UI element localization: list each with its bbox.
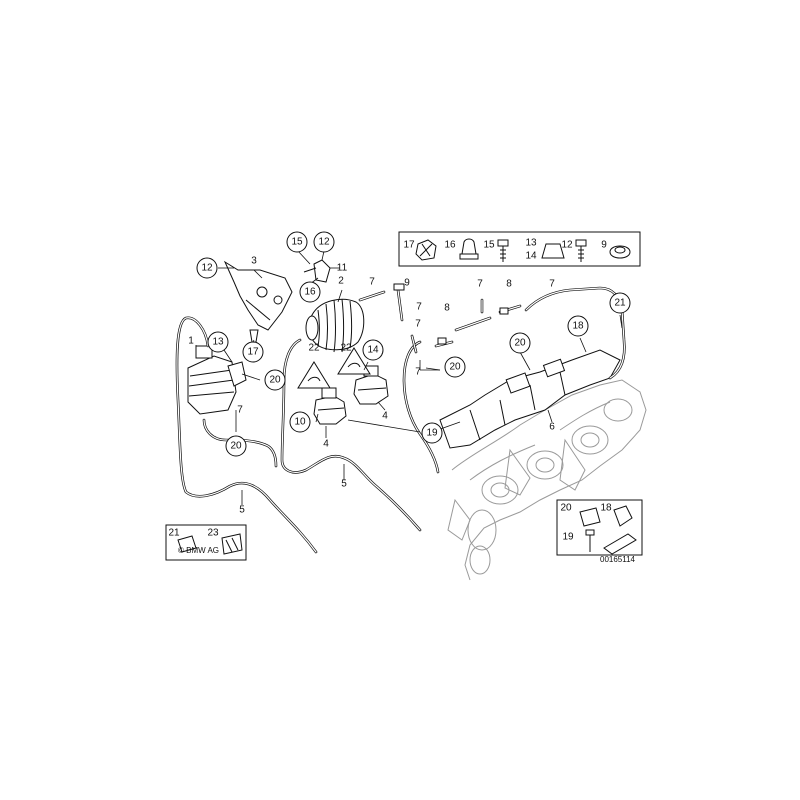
callout-22a-label: 22 [308, 343, 320, 354]
callout-16-label: 16 [304, 287, 316, 298]
callout-3-label: 3 [251, 256, 257, 267]
callout-12a-label: 12 [201, 263, 213, 274]
callout-10-label: 10 [294, 417, 306, 428]
callout-13-label: 13 [212, 337, 224, 348]
hardware-9-label: 9 [601, 240, 607, 251]
fastener-box [556, 499, 643, 556]
accessory-21-label: 21 [168, 528, 180, 539]
clip-part [303, 259, 331, 283]
callout-4a-label: 4 [323, 439, 329, 450]
callout-19: 19 [421, 422, 443, 444]
callout-7e-label: 7 [415, 367, 421, 378]
hardware-15-label: 15 [483, 240, 495, 251]
accessory-box [165, 524, 247, 561]
callout-15-label: 15 [291, 237, 303, 248]
callout-7c-label: 7 [416, 302, 422, 313]
callout-20c: 20 [444, 356, 466, 378]
callout-8b-label: 8 [506, 279, 512, 290]
solenoid-valve-left [313, 387, 347, 425]
callout-20d: 20 [509, 332, 531, 354]
callout-10: 10 [289, 411, 311, 433]
callout-15: 15 [286, 231, 308, 253]
hose-connectors [393, 283, 509, 345]
callout-22b-label: 22 [340, 343, 352, 354]
callout-21: 21 [609, 292, 631, 314]
callout-17-label: 17 [247, 347, 259, 358]
callout-18: 18 [567, 315, 589, 337]
hardware-13-label: 13 [525, 238, 537, 249]
callout-19-label: 19 [426, 428, 438, 439]
copyright-text: © BMW AG [178, 546, 219, 555]
callout-17: 17 [242, 341, 264, 363]
callout-7b-label: 7 [369, 277, 375, 288]
callout-8a-label: 8 [444, 303, 450, 314]
callout-7g-label: 7 [549, 279, 555, 290]
callout-18-label: 18 [572, 321, 584, 332]
callout-20d-label: 20 [514, 338, 526, 349]
hardware-16-label: 16 [444, 240, 456, 251]
fastener-19-label: 19 [562, 532, 574, 543]
hardware-17-label: 17 [403, 240, 415, 251]
callout-21-label: 21 [614, 298, 626, 309]
callout-2-label: 2 [338, 276, 344, 287]
accessory-23-label: 23 [207, 528, 219, 539]
hardware-14-label: 14 [525, 251, 537, 262]
pressure-converter [305, 298, 365, 353]
callout-7a-label: 7 [237, 405, 243, 416]
callout-16: 16 [299, 281, 321, 303]
callout-6-label: 6 [549, 422, 555, 433]
engine-manifold-drawing [447, 379, 647, 581]
callout-9-label: 9 [404, 278, 410, 289]
callout-13: 13 [207, 331, 229, 353]
callout-5b-label: 5 [341, 479, 347, 490]
callout-5a-label: 5 [239, 505, 245, 516]
callout-12b: 12 [313, 231, 335, 253]
callout-11-label: 11 [337, 263, 348, 274]
warning-label-left [297, 361, 331, 389]
callout-7d-label: 7 [415, 319, 421, 330]
callout-14-label: 14 [367, 345, 379, 356]
hardware-box [398, 231, 641, 267]
heat-shield [439, 349, 621, 449]
callout-4b-label: 4 [382, 411, 388, 422]
callout-20b: 20 [225, 435, 247, 457]
solenoid-valve-right [353, 365, 389, 405]
diagram-id: 00165114 [600, 555, 636, 564]
hardware-12-label: 12 [561, 240, 573, 251]
callout-1-label: 1 [188, 336, 194, 347]
callout-20c-label: 20 [449, 362, 461, 373]
fastener-18-label: 18 [600, 503, 612, 514]
callout-20b-label: 20 [230, 441, 242, 452]
callout-7f-label: 7 [477, 279, 483, 290]
fastener-20-label: 20 [560, 503, 572, 514]
callout-12b-label: 12 [318, 237, 330, 248]
vacuum-reservoir [187, 345, 247, 415]
leader-lines [195, 250, 623, 505]
callout-12a: 12 [196, 257, 218, 279]
callout-20a: 20 [264, 369, 286, 391]
warning-label-right [337, 347, 371, 375]
callout-20a-label: 20 [269, 375, 281, 386]
callout-14: 14 [362, 339, 384, 361]
